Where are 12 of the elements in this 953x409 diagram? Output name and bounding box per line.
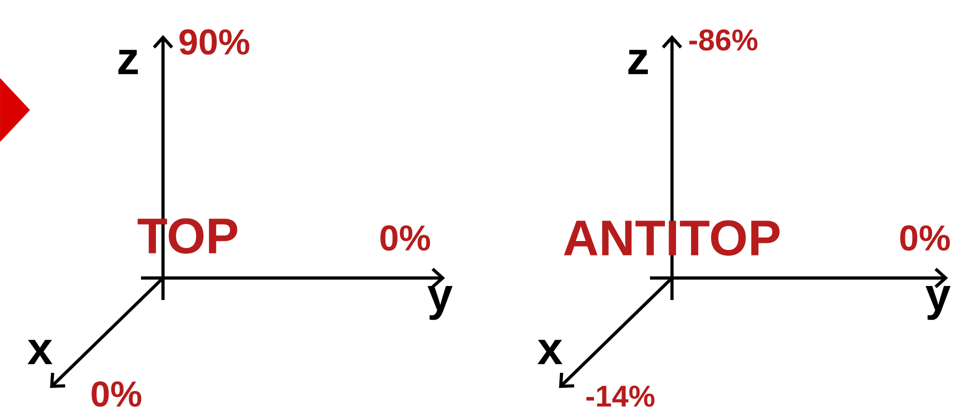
value-label: 90% [179, 29, 250, 55]
value-label: -14% [586, 386, 654, 407]
axis-label: x [28, 340, 52, 364]
axis-label: z [118, 50, 138, 74]
value-label: 0% [380, 225, 430, 251]
axis-label: y [926, 286, 951, 320]
value-label: -86% [689, 29, 758, 51]
value-label: 0% [92, 381, 142, 407]
axis-label: y [428, 286, 453, 320]
axis-label: z [628, 50, 648, 74]
axis-label: x [538, 340, 562, 364]
value-label: 0% [900, 225, 950, 251]
